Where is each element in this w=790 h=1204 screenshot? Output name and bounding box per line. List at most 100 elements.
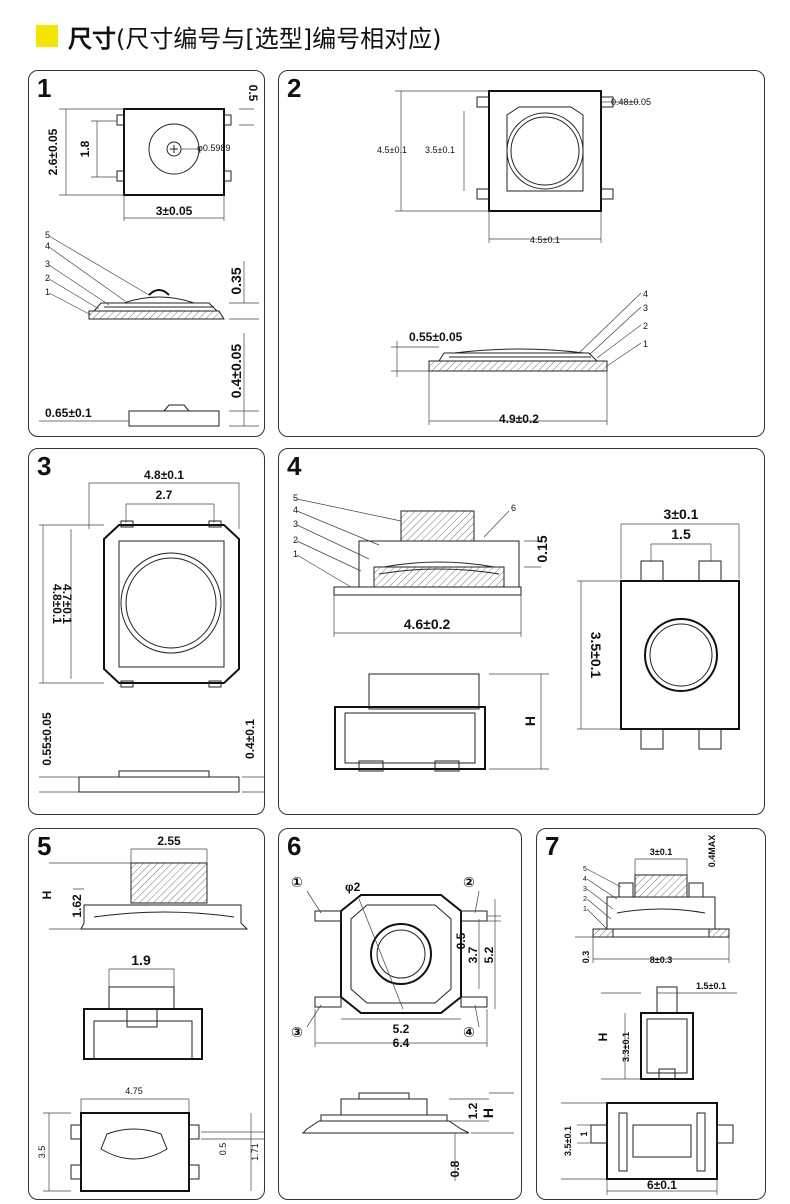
panel-number: 3	[37, 451, 52, 481]
side-label: 3.5±0.1	[563, 1126, 573, 1156]
corner-4: ④	[463, 1024, 475, 1040]
button-circle	[120, 552, 222, 654]
pin-label: 0.5	[218, 1143, 228, 1156]
panel-5-drawing: 2.55 H 1.62 1.9 4.75 3.5 0.5 1.71	[37, 834, 264, 1192]
section-header: 尺寸 (尺寸编号与[选型]编号相对应)	[36, 18, 441, 54]
h-label: H	[522, 716, 538, 726]
base-label: 4.9±0.2	[499, 412, 539, 426]
corner-2: ②	[463, 874, 475, 890]
panel-number: 4	[287, 451, 302, 481]
base-label: 4.6±0.2	[404, 616, 451, 632]
h-label: H	[40, 891, 54, 900]
panel-2: 2 4.5±0.1 3.5±0.1 0.48±0.05 4.5±0.1 0.55…	[278, 70, 765, 437]
width-label: 6±0.1	[647, 1178, 677, 1192]
panel-2-drawing: 4.5±0.1 3.5±0.1 0.48±0.05 4.5±0.1 0.55±0…	[377, 90, 651, 426]
base-label: 4.75	[125, 1086, 143, 1096]
panel-7: 7 3±0.1 0.4MAX 5 4 3 2 1 0.3 8±0.3 1.5±0…	[536, 828, 766, 1200]
panel-7-drawing: 3±0.1 0.4MAX 5 4 3 2 1 0.3 8±0.3 1.5±0.1…	[561, 835, 737, 1195]
base-label: 8±0.3	[650, 955, 672, 965]
inner-h-label: 3.7	[466, 946, 480, 963]
stem-label: 1.5±0.1	[696, 981, 726, 991]
thick-label: 0.35	[228, 267, 244, 294]
side-label: 3.5	[37, 1146, 47, 1159]
corner-1: ①	[291, 874, 303, 890]
width-label: 3±0.1	[664, 506, 699, 522]
top-label: 2.55	[157, 834, 181, 848]
layer-4: 4	[45, 241, 50, 251]
switch-body	[340, 894, 462, 1014]
width-label: 4.8±0.1	[144, 468, 184, 482]
header-title: 尺寸	[68, 24, 116, 53]
inner-w-label: 5.2	[393, 1022, 410, 1036]
dia-label: φ0.5989	[197, 143, 230, 153]
layer-5: 5	[293, 493, 298, 503]
foot-label: 0.3	[581, 951, 591, 964]
thick-label: 0.55±0.05	[409, 330, 463, 344]
layer-1: 1	[583, 906, 587, 913]
dia-label: φ2	[345, 880, 361, 894]
layer-1: 1	[643, 339, 648, 349]
pin-span-label: 2.7	[156, 488, 173, 502]
panel-number: 7	[545, 831, 560, 861]
layer-2: 2	[583, 896, 587, 903]
one-label: 1	[579, 1131, 589, 1136]
pin-span-label: 1.5	[671, 526, 691, 542]
layer-4: 4	[293, 505, 298, 515]
header-subtitle: (尺寸编号与[选型]编号相对应)	[116, 24, 442, 53]
layer-4: 4	[643, 289, 648, 299]
layer-2: 2	[293, 535, 298, 545]
panel-4: 4 5 4 3 2 1 6 0.15 4.6±0.2 H 3±0.1	[278, 448, 765, 815]
inner-h-label: 4.7±0.1	[60, 584, 74, 624]
cap-label: 1.2	[466, 1102, 480, 1119]
button-circle	[506, 112, 584, 190]
width-label: 3±0.05	[156, 204, 193, 218]
foot-label: 0.65±0.1	[45, 406, 92, 420]
layer-1: 1	[293, 549, 298, 559]
yellow-square-icon	[36, 25, 58, 47]
layer-5: 5	[45, 230, 50, 240]
layer-5: 5	[583, 866, 587, 873]
layer-3: 3	[643, 303, 648, 313]
panel-3: 3 4.8±0.1 2.7 4.8±0.1 4.7±0.1 0.55±0.05 …	[28, 448, 265, 815]
panel-3-drawing: 4.8±0.1 2.7 4.8±0.1 4.7±0.1 0.55±0.05 0.…	[39, 468, 264, 793]
layer-4: 4	[583, 876, 587, 883]
panel-number: 1	[37, 73, 52, 103]
thick-label: 0.4±0.1	[243, 719, 257, 759]
max-label: 0.4MAX	[707, 835, 717, 868]
inner-h-label: 3.5±0.1	[425, 145, 455, 155]
switch-body	[606, 1102, 718, 1180]
layer-3: 3	[293, 519, 298, 529]
layer-1: 1	[45, 287, 50, 297]
pin-label: 0.48±0.05	[611, 97, 651, 107]
layer-3: 3	[583, 886, 587, 893]
layer-2: 2	[45, 273, 50, 283]
outer-h-label: 4.5±0.1	[377, 145, 407, 155]
layer-2: 2	[643, 321, 648, 331]
layer-3: 3	[45, 259, 50, 269]
button-circle	[370, 923, 432, 985]
outer-h-label: 4.8±0.1	[50, 584, 64, 624]
side-h-label: 0.55±0.05	[40, 712, 54, 766]
foot-label: 0.8	[448, 1160, 462, 1177]
h-label: 0.4±0.05	[228, 344, 244, 399]
button-circle	[644, 618, 718, 692]
h2-label: 1.62	[70, 894, 84, 918]
h-label: H	[480, 1108, 496, 1118]
panel-number: 6	[287, 831, 302, 861]
panel-1-drawing: φ0.5989 2.6±0.05 1.8 0.5 3±0.05 5 4 3 2 …	[39, 85, 260, 427]
switch-body	[123, 108, 225, 196]
switch-body	[488, 90, 602, 212]
cap-label: 0.15	[534, 535, 550, 562]
height-label: 2.6±0.05	[46, 128, 60, 175]
outer-w-label: 6.4	[393, 1036, 410, 1050]
mid-label: 1.9	[131, 952, 151, 968]
panel-1: 1 φ0.5989 2.6±0.05 1.8 0.5 3±0.05	[28, 70, 265, 437]
switch-body	[620, 580, 740, 730]
switch-body	[80, 1112, 190, 1192]
panel-6: 6 ① ② ③ ④ φ2 0.5 3.7 5.2 5.2 6.4 1.2 H	[278, 828, 522, 1200]
height-label: 3.5±0.1	[588, 632, 604, 679]
panel-4-drawing: 5 4 3 2 1 6 0.15 4.6±0.2 H 3±0.1 1.5 3.5…	[293, 493, 740, 772]
pin-label: 0.5	[454, 932, 468, 949]
corner-3: ③	[291, 1024, 303, 1040]
button-circle	[148, 123, 200, 175]
